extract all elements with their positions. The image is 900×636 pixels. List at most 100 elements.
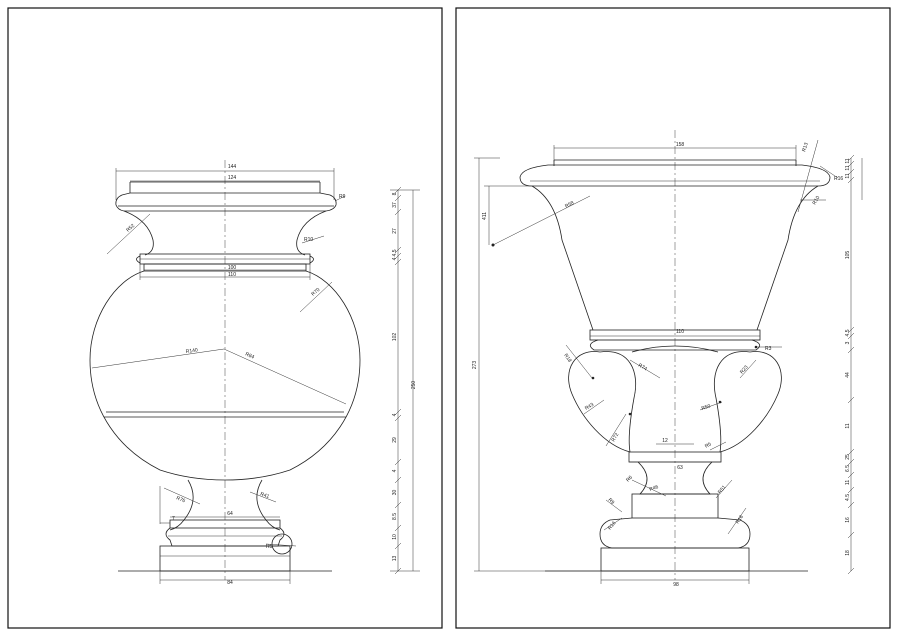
left-height-dim: 411 (482, 212, 488, 220)
right-dimension-lines (474, 139, 863, 584)
right-dim-label: 11 (845, 480, 851, 485)
left-dim-tick (394, 567, 402, 575)
dim-base-right: 98 (673, 582, 679, 588)
total-height-right: 273 (472, 361, 478, 370)
left-dim-label: 30 (392, 490, 398, 496)
right-dim-label: 11 (845, 158, 851, 163)
left-dim-label: 102 (392, 333, 398, 342)
left-dim-tick (394, 186, 402, 194)
radius-tip-c: R10 (812, 195, 822, 206)
radius-lobe-right: R23 (739, 364, 750, 375)
radius-stem-left: R76 (175, 495, 186, 504)
dim-top-outer: 144 (228, 164, 237, 170)
radius-foot-c: R16 (735, 514, 745, 525)
left-dim-tick (394, 501, 402, 509)
right-dim-tick (847, 471, 855, 479)
radius-base: R5 (266, 544, 273, 550)
left-dim-label: 13 (392, 556, 398, 562)
dim-foot: 64 (227, 511, 233, 517)
total-height-left: 250 (411, 381, 417, 390)
right-dim-tick (847, 154, 855, 162)
dim-base: 84 (227, 580, 233, 586)
detail-circle (271, 533, 293, 555)
left-dim-label: 27 (392, 228, 398, 234)
left-dim-tick (394, 208, 402, 216)
left-dim-label: 10 (392, 534, 398, 540)
right-dim-label: 3 (845, 341, 851, 344)
radius-body-left: R140 (185, 347, 198, 355)
left-dim-label: 4 (392, 469, 398, 472)
left-dim-tick (394, 458, 402, 466)
right-dim-label: 25 (845, 454, 851, 460)
right-dim-tick (847, 160, 855, 168)
radius-shoulder: R70 (310, 287, 321, 298)
right-dim-label: 16 (845, 517, 851, 523)
radius-lobe-lower-left: R43 (584, 402, 595, 412)
right-dim-tick (847, 332, 855, 340)
radius-body-right: R84 (244, 351, 255, 360)
radius-stem-a: R6 (625, 474, 634, 483)
left-dim-tick (394, 408, 402, 416)
right-dim-label: 11 (845, 173, 851, 178)
left-dim-label: 29 (392, 437, 398, 443)
right-dim-label: 11 (845, 423, 851, 428)
right-dim-label: 105 (845, 251, 851, 260)
left-dim-tick (394, 524, 402, 532)
left-sheet-frame (7, 7, 443, 629)
right-dim-label: 6.5 (845, 465, 851, 472)
right-dim-tick (847, 448, 855, 456)
left-dim-label: 37 (392, 202, 398, 208)
dim-knop: 12 (662, 438, 668, 444)
urn-profile (89, 181, 361, 572)
radius-stem-b: R46 (649, 484, 660, 493)
right-dim-label: 4.5 (845, 494, 851, 501)
left-dim-tick (394, 476, 402, 484)
right-dim-tick (847, 531, 855, 539)
right-dimension-ticks: 11 11 11 105 4.5 3 44 11 25 6.5 11 4.5 16 18 (845, 154, 855, 575)
radius-tip-b: R16 (834, 176, 843, 182)
radius-lobe-tiny: R5 (704, 441, 713, 450)
dim-stem: 63 (677, 465, 683, 471)
right-dim-tick (847, 501, 855, 509)
radius-tip-a: R13 (801, 142, 810, 153)
right-dim-tick (847, 168, 855, 176)
right-dim-tick (847, 396, 855, 404)
right-dim-label: 11 (845, 165, 851, 170)
radius-foot-a: R9 (607, 497, 616, 506)
left-dim-tick (394, 542, 402, 550)
dim-top-inner: 124 (228, 175, 237, 181)
radius-lobe-bottom: R72 (611, 432, 621, 443)
right-dim-label: 4.5 (845, 329, 851, 336)
dim-neck-a: 100 (228, 265, 237, 271)
radius-foot-b: R16 (607, 520, 618, 531)
right-dim-tick (847, 567, 855, 575)
left-dim-tick (394, 252, 402, 260)
dim-neck-b: 110 (228, 272, 236, 278)
left-dimension-lines (91, 168, 420, 584)
dim-bowl-bottom: 110 (676, 329, 684, 335)
right-dim-tick (847, 326, 855, 334)
left-dim-tick (394, 414, 402, 422)
dim-small: 7 (172, 516, 175, 522)
radius-flare: R58 (564, 200, 575, 210)
left-dim-label: 4.5 (392, 249, 398, 256)
cup-profile (519, 159, 831, 572)
right-dim-label: 18 (845, 550, 851, 556)
right-dim-label: 44 (845, 372, 851, 378)
radius-collar: R10 (304, 237, 313, 243)
radius-neck-curve: R52 (125, 223, 136, 234)
radius-lobe-lower-right: R50 (701, 403, 712, 412)
left-dim-label: 4 (392, 257, 398, 260)
radius-lobe-inner: R74 (637, 363, 648, 373)
radius-lobe-left: R18 (562, 353, 572, 364)
left-dim-tick (394, 258, 402, 266)
left-dim-tick (394, 194, 402, 202)
right-dim-tick (847, 346, 855, 354)
radius-stem-c: R51 (717, 484, 728, 495)
left-dim-label: 4 (392, 413, 398, 416)
radius-bowl-small: R3 (765, 346, 772, 352)
